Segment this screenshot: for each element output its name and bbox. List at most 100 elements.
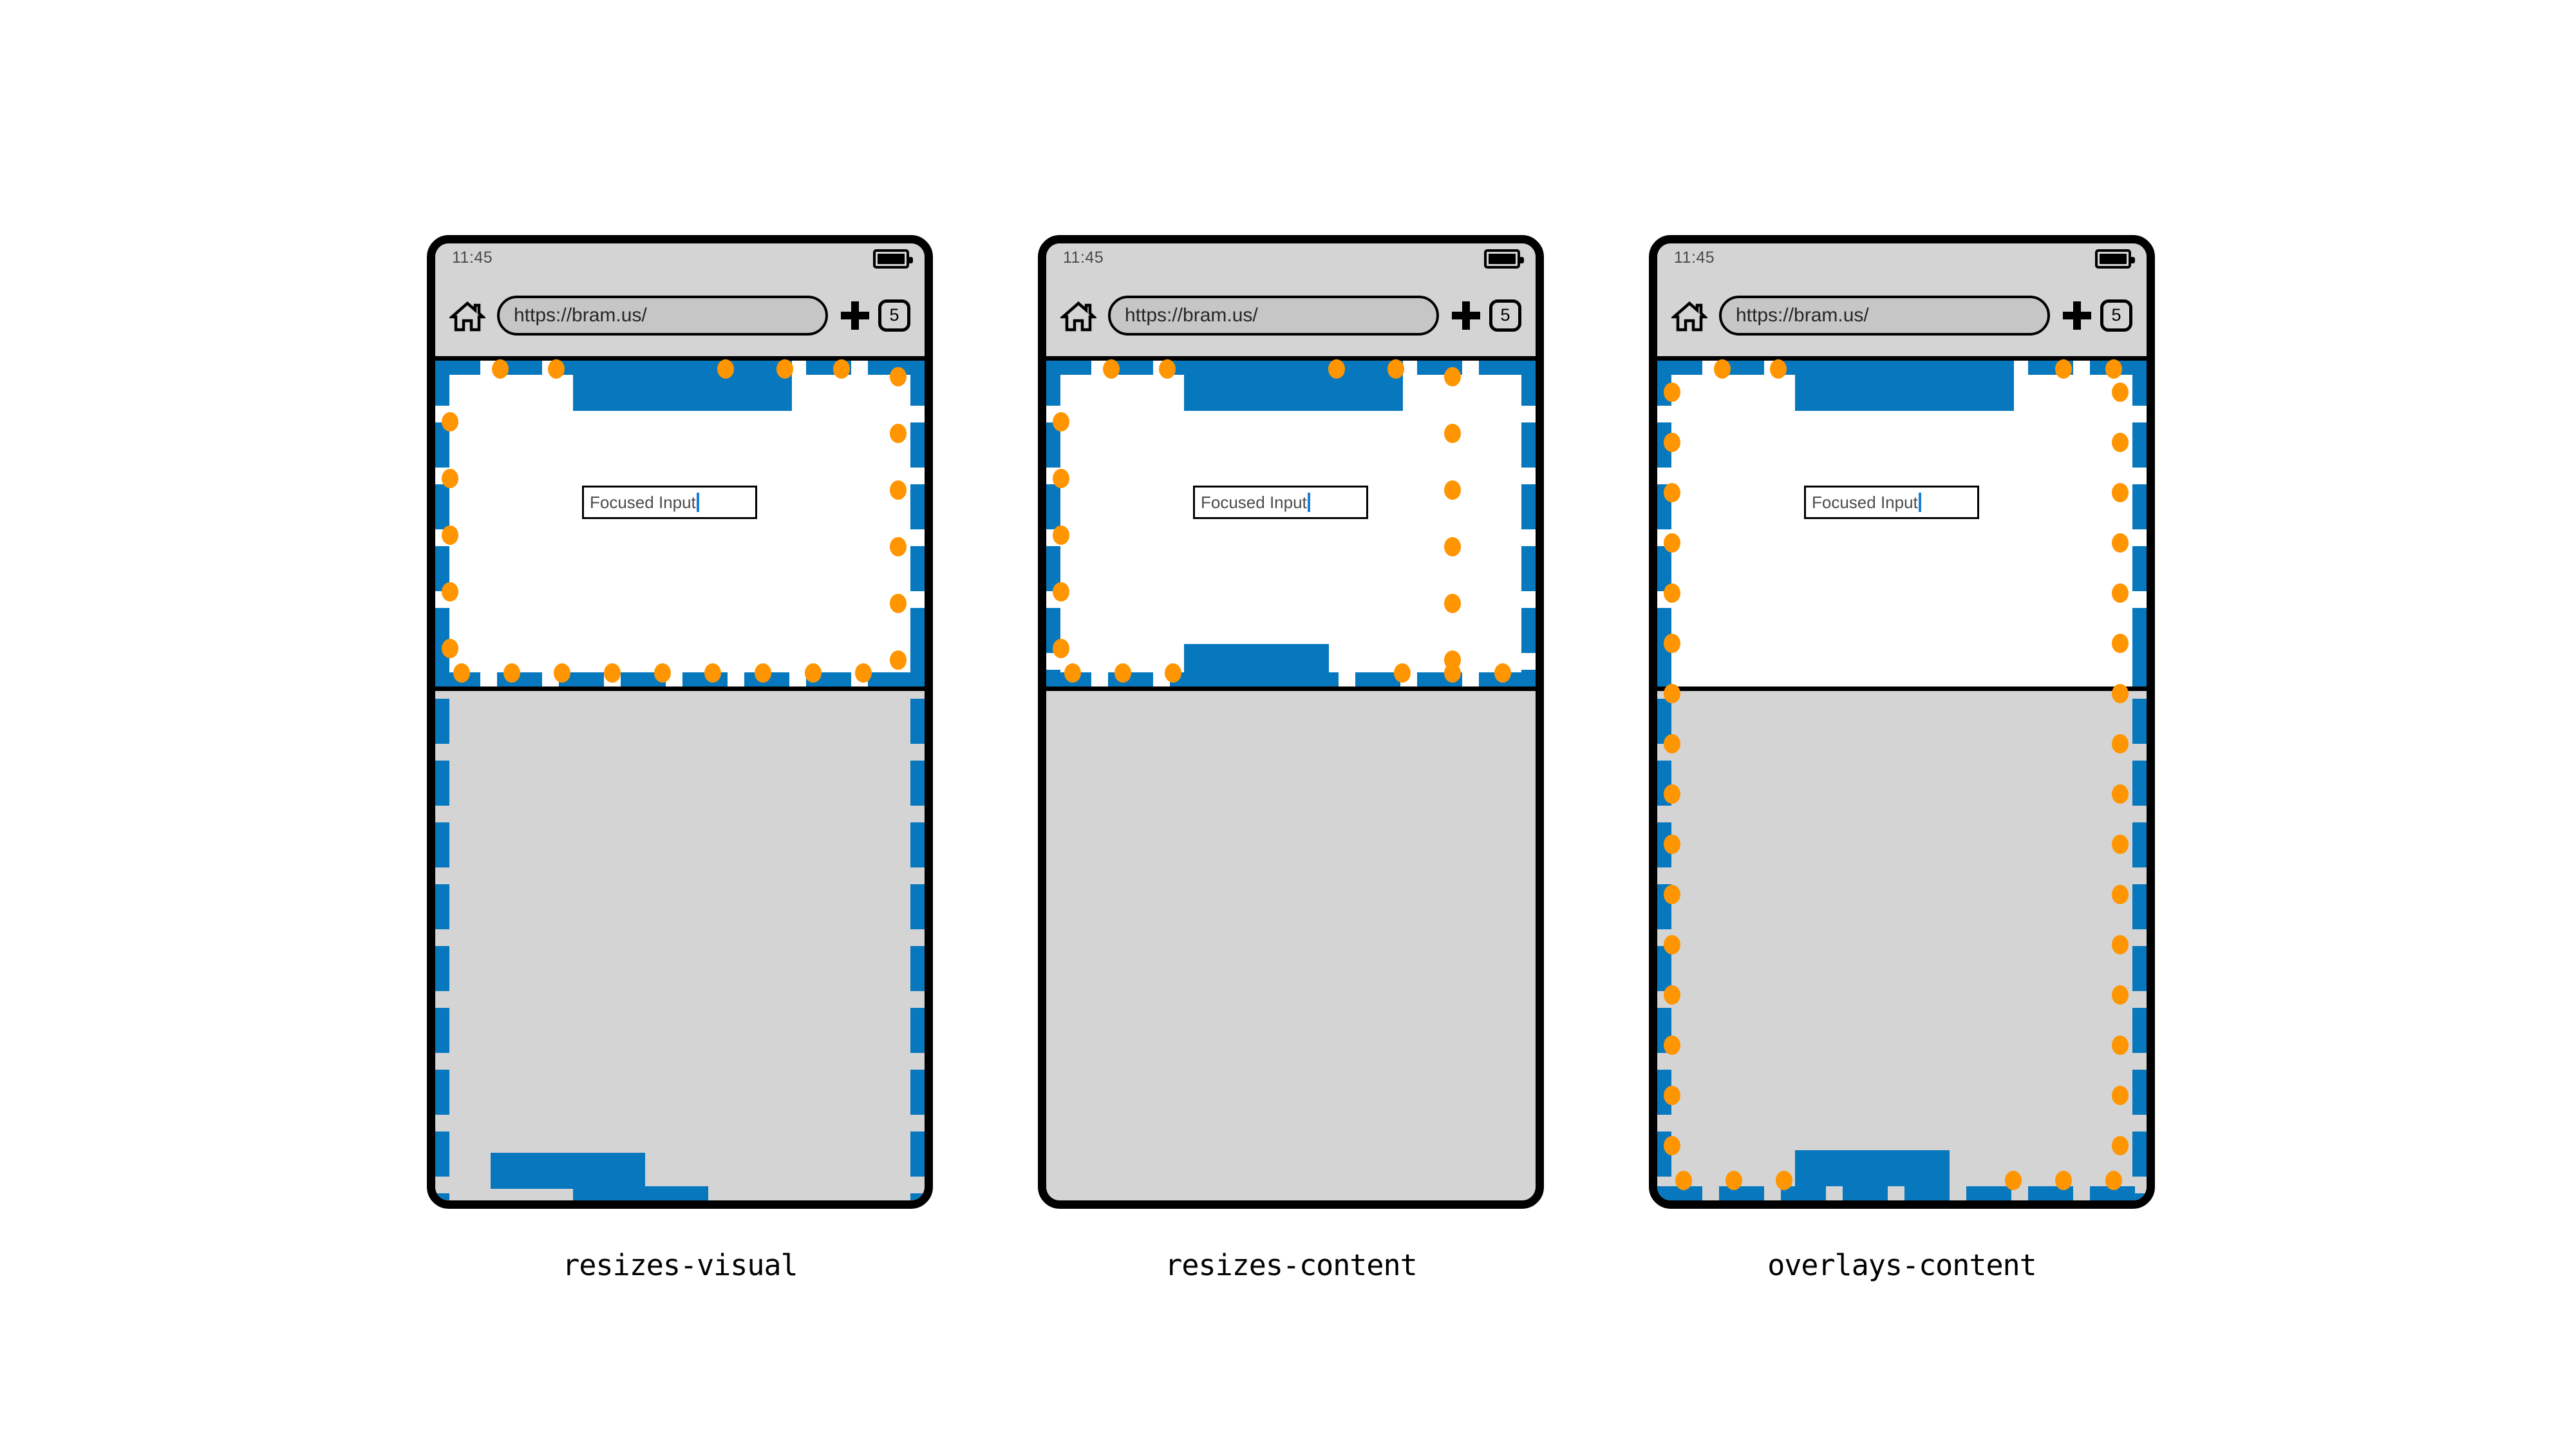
url-text[interactable]: https://bram.us/ bbox=[514, 304, 647, 326]
visual-viewport-dot bbox=[890, 650, 907, 670]
browser-chrome: 11:45 https://bram.us/ 5 bbox=[435, 243, 925, 361]
visual-viewport-dot bbox=[2112, 734, 2129, 753]
body-border-left-dashes bbox=[435, 361, 449, 687]
plus-icon[interactable] bbox=[841, 301, 869, 330]
visual-viewport-dot bbox=[1444, 663, 1461, 683]
virtual-keyboard bbox=[435, 637, 925, 1200]
visual-viewport-dot bbox=[453, 663, 470, 683]
visual-viewport-dot bbox=[1714, 359, 1731, 379]
focused-input[interactable]: Focused Input bbox=[582, 486, 757, 519]
focused-input-value: Focused Input bbox=[590, 492, 696, 512]
plus-icon[interactable] bbox=[1452, 301, 1480, 330]
visual-viewport-dot bbox=[2105, 359, 2122, 379]
visual-viewport-dot bbox=[755, 663, 771, 683]
phone-frame-overlays-content: 11:45 https://bram.us/ 5 Focused Input bbox=[1649, 235, 2155, 1209]
home-icon[interactable] bbox=[1060, 298, 1096, 334]
visual-viewport-dot bbox=[1444, 424, 1461, 443]
visual-viewport-dot bbox=[2112, 1136, 2129, 1155]
visual-viewport-dot bbox=[548, 359, 565, 379]
visual-viewport-dot bbox=[1664, 1136, 1680, 1155]
status-bar: 11:45 bbox=[435, 243, 925, 274]
visual-viewport-dot bbox=[554, 663, 570, 683]
focused-input[interactable]: Focused Input bbox=[1193, 486, 1368, 519]
tab-count-button[interactable]: 5 bbox=[2100, 299, 2132, 332]
browser-toolbar: https://bram.us/ 5 bbox=[1657, 274, 2147, 356]
device-screen: Focused Input bbox=[435, 359, 925, 1200]
page-header-block bbox=[573, 361, 792, 411]
url-bar[interactable]: https://bram.us/ bbox=[1719, 295, 2050, 336]
visual-viewport-dot bbox=[1053, 469, 1069, 488]
virtual-keyboard bbox=[1657, 637, 2147, 1200]
visual-viewport-dot bbox=[890, 480, 907, 500]
tab-count-button[interactable]: 5 bbox=[1489, 299, 1521, 332]
visual-viewport-dot bbox=[1770, 359, 1787, 379]
text-caret bbox=[1307, 493, 1310, 512]
visual-viewport-dot bbox=[492, 359, 509, 379]
visual-viewport-dot bbox=[503, 663, 520, 683]
url-bar[interactable]: https://bram.us/ bbox=[497, 295, 828, 336]
home-icon[interactable] bbox=[1671, 298, 1707, 334]
visual-viewport-dot bbox=[805, 663, 822, 683]
focused-input[interactable]: Focused Input bbox=[1804, 486, 1979, 519]
page-header-block bbox=[1184, 361, 1403, 411]
visual-viewport-dot bbox=[1664, 634, 1680, 653]
visual-viewport-dot bbox=[604, 663, 621, 683]
tab-count-button[interactable]: 5 bbox=[878, 299, 910, 332]
visual-viewport-dot bbox=[442, 469, 458, 488]
home-icon[interactable] bbox=[449, 298, 485, 334]
visual-viewport-dot bbox=[1053, 526, 1069, 545]
visual-viewport-dot bbox=[1664, 684, 1680, 703]
visual-viewport-dot bbox=[890, 367, 907, 386]
caption-resizes-visual: resizes-visual bbox=[562, 1248, 798, 1282]
visual-viewport-dot bbox=[1444, 367, 1461, 386]
status-bar: 11:45 bbox=[1657, 243, 2147, 274]
visual-viewport-dot bbox=[442, 526, 458, 545]
browser-chrome: 11:45 https://bram.us/ 5 bbox=[1046, 243, 1536, 361]
text-caret bbox=[696, 493, 699, 512]
visual-viewport-dot bbox=[2112, 835, 2129, 854]
caption-overlays-content: overlays-content bbox=[1767, 1248, 2036, 1282]
visual-viewport-dot bbox=[2112, 634, 2129, 653]
visual-viewport-dot bbox=[2112, 383, 2129, 402]
visual-viewport-dot bbox=[833, 359, 850, 379]
visual-viewport-dot bbox=[2055, 1171, 2072, 1190]
visual-viewport-dot bbox=[1114, 663, 1131, 683]
visual-viewport-dot bbox=[1664, 483, 1680, 502]
visual-viewport-dot bbox=[704, 663, 721, 683]
url-text[interactable]: https://bram.us/ bbox=[1736, 304, 1869, 326]
visual-viewport-dot bbox=[654, 663, 671, 683]
visual-viewport-dot bbox=[2112, 935, 2129, 954]
visual-viewport-dot bbox=[2112, 483, 2129, 502]
visual-viewport-dot bbox=[1664, 784, 1680, 804]
page-footer-block bbox=[491, 1153, 645, 1189]
visual-viewport-dot bbox=[1103, 359, 1120, 379]
focused-input-value: Focused Input bbox=[1201, 492, 1307, 512]
visual-viewport-dot bbox=[1776, 1171, 1792, 1190]
visual-viewport-dot bbox=[1444, 594, 1461, 613]
page-footer-block-2 bbox=[573, 1186, 708, 1200]
visual-viewport-dot bbox=[1725, 1171, 1742, 1190]
visual-viewport-dot bbox=[442, 639, 458, 658]
visual-viewport-dot bbox=[2112, 1036, 2129, 1055]
browser-toolbar: https://bram.us/ 5 bbox=[1046, 274, 1536, 356]
visual-viewport-dot bbox=[442, 582, 458, 601]
status-clock: 11:45 bbox=[1063, 249, 1104, 267]
status-clock: 11:45 bbox=[452, 249, 493, 267]
url-bar[interactable]: https://bram.us/ bbox=[1108, 295, 1439, 336]
visual-viewport-dot bbox=[2112, 583, 2129, 603]
visual-viewport-dot bbox=[2112, 433, 2129, 452]
phone-frame-resizes-visual: 11:45 https://bram.us/ 5 Focused Input bbox=[427, 235, 933, 1209]
phone-frame-resizes-content: 11:45 https://bram.us/ 5 Focused Input bbox=[1038, 235, 1544, 1209]
body-border-right-dashes bbox=[1521, 361, 1536, 687]
visual-viewport-dot bbox=[1159, 359, 1176, 379]
url-text[interactable]: https://bram.us/ bbox=[1125, 304, 1258, 326]
visual-viewport-dot bbox=[2112, 684, 2129, 703]
visual-viewport-dot bbox=[1664, 835, 1680, 854]
device-screen: Focused Input bbox=[1046, 359, 1536, 1200]
visual-viewport-dot bbox=[1444, 537, 1461, 556]
visual-viewport-dot bbox=[1165, 663, 1181, 683]
plus-icon[interactable] bbox=[2063, 301, 2091, 330]
visual-viewport-dot bbox=[1664, 1036, 1680, 1055]
page-footer-block bbox=[1795, 1150, 1950, 1186]
visual-viewport-dot bbox=[776, 359, 793, 379]
